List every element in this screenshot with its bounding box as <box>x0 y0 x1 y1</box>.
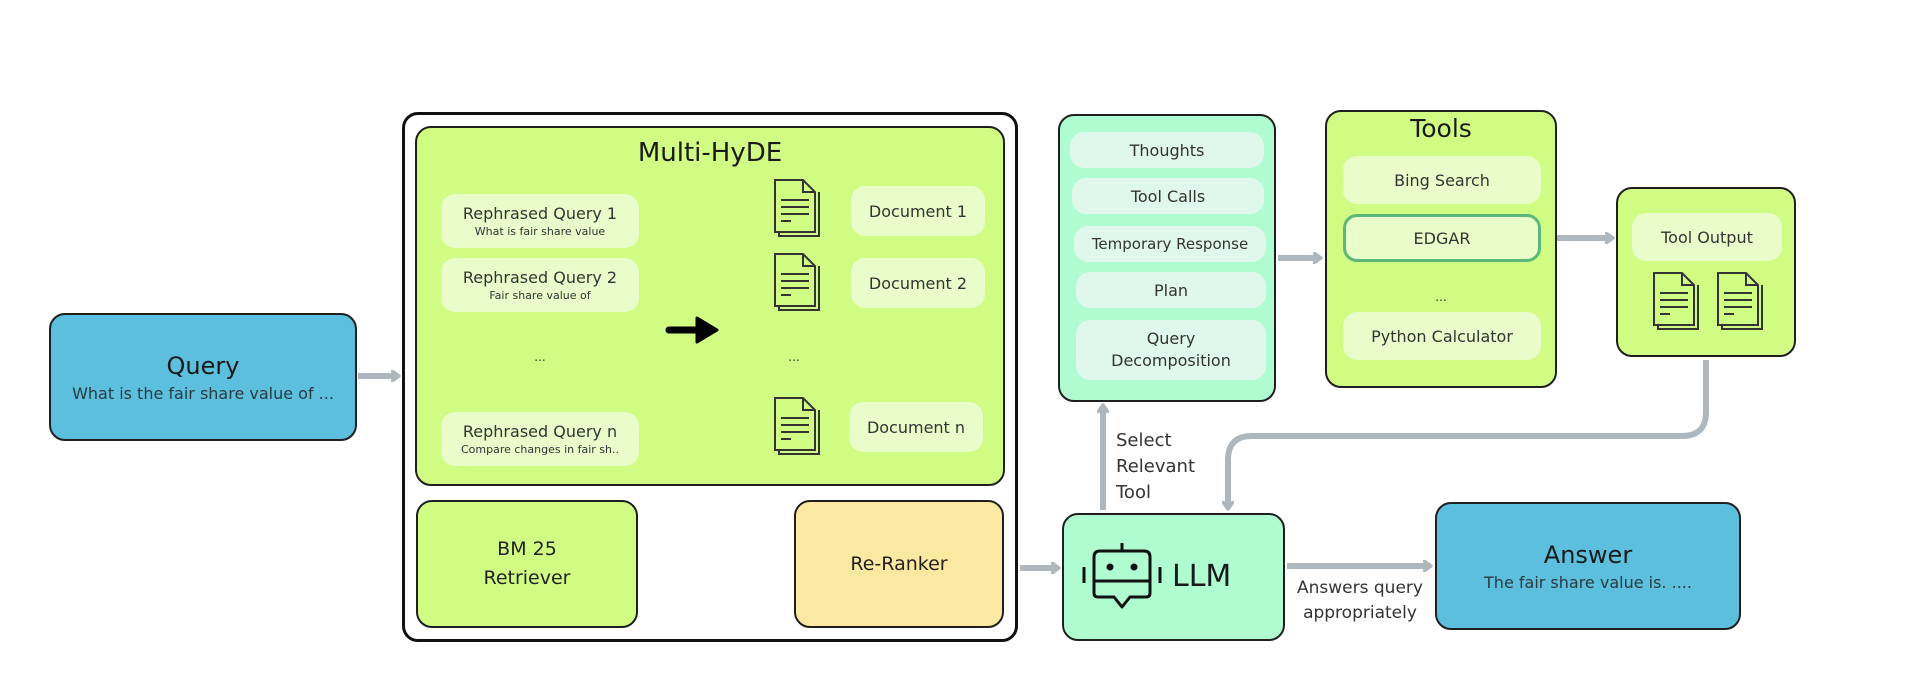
select-tool-label-line: Relevant <box>1116 456 1195 477</box>
answers-label-line: Answers query <box>1297 578 1423 598</box>
multi-hyde-box: Multi-HyDE Rephrased Query 1 What is fai… <box>415 126 1005 486</box>
document-n: Document n <box>849 402 983 452</box>
tools-title: Tools <box>1410 114 1472 143</box>
rephrased-query-label: Rephrased Query n <box>462 422 618 441</box>
memory-item-label: Tool Calls <box>1130 186 1206 206</box>
select-tool-label: Select Relevant Tool <box>1116 428 1195 506</box>
document-2: Document 2 <box>851 258 985 308</box>
tools-ellipsis: ... <box>1435 290 1447 304</box>
tool-python-calculator: Python Calculator <box>1343 312 1541 360</box>
memory-item-plan: Plan <box>1076 272 1266 308</box>
query-text: What is the fair share value of ... <box>72 383 334 403</box>
tools-box: Tools Bing Search EDGAR ... Python Calcu… <box>1325 110 1557 388</box>
memory-item-query-decomposition: Query Decomposition <box>1076 320 1266 380</box>
memory-item-thoughts: Thoughts <box>1070 132 1264 168</box>
tool-edgar-selected: EDGAR <box>1343 214 1541 262</box>
llm-label: LLM <box>1172 559 1232 594</box>
rephrased-query-text: Fair share value of <box>489 289 591 302</box>
memory-item-label: Plan <box>1153 280 1189 300</box>
rephrased-query-n: Rephrased Query n Compare changes in fai… <box>441 412 639 466</box>
rephrased-query-label: Rephrased Query 2 <box>462 268 618 287</box>
bm25-line2: Retriever <box>483 567 571 589</box>
tool-output-label-pill: Tool Output <box>1632 213 1782 261</box>
document-label: Document n <box>866 417 966 437</box>
select-tool-label-line: Select <box>1116 430 1172 451</box>
query-title: Query <box>166 351 240 380</box>
answer-box: Answer The fair share value is. .... <box>1435 502 1741 630</box>
document-icon <box>774 397 820 455</box>
rephrased-query-text: Compare changes in fair sh.. <box>460 443 619 456</box>
document-1: Document 1 <box>851 186 985 236</box>
rephrased-query-label: Rephrased Query 1 <box>462 204 618 223</box>
bm25-retriever-box: BM 25 Retriever <box>416 500 638 628</box>
rephrased-query-1: Rephrased Query 1 What is fair share val… <box>441 194 639 248</box>
multi-hyde-title: Multi-HyDE <box>637 138 783 168</box>
memory-item-tool-calls: Tool Calls <box>1072 178 1264 214</box>
document-icon <box>774 179 820 237</box>
tool-output-label: Tool Output <box>1661 227 1753 247</box>
document-icon <box>1653 272 1699 330</box>
memory-item-label: Thoughts <box>1129 140 1205 160</box>
agent-memory-box: Thoughts Tool Calls Temporary Response P… <box>1058 114 1276 402</box>
arrow-right-icon <box>665 316 719 344</box>
tool-label: Bing Search <box>1394 170 1490 190</box>
document-icon <box>774 253 820 311</box>
answer-title: Answer <box>1543 540 1633 569</box>
document-icon <box>1717 272 1763 330</box>
memory-item-temporary-response: Temporary Response <box>1074 226 1266 262</box>
select-tool-label-line: Tool <box>1116 482 1151 503</box>
queries-ellipsis: ... <box>534 350 546 364</box>
tool-bing-search: Bing Search <box>1343 156 1541 204</box>
documents-ellipsis: ... <box>788 350 800 364</box>
tool-label: Python Calculator <box>1371 326 1513 346</box>
query-box: Query What is the fair share value of ..… <box>49 313 357 441</box>
memory-item-label: Query Decomposition <box>1111 329 1231 370</box>
reranker-label: Re-Ranker <box>850 553 948 575</box>
tool-output-box: Tool Output <box>1616 187 1796 357</box>
rephrased-query-2: Rephrased Query 2 Fair share value of <box>441 258 639 312</box>
answers-label-line: appropriately <box>1303 603 1417 623</box>
llm-box: LLM <box>1062 513 1285 641</box>
document-label: Document 2 <box>868 273 968 293</box>
rephrased-query-text: What is fair share value <box>474 225 606 238</box>
answers-label: Answers query appropriately <box>1290 576 1430 626</box>
bm25-line1: BM 25 <box>497 538 557 560</box>
answer-text: The fair share value is. .... <box>1484 572 1692 592</box>
reranker-box: Re-Ranker <box>794 500 1004 628</box>
memory-item-label: Temporary Response <box>1091 235 1249 253</box>
tool-label: EDGAR <box>1413 228 1471 248</box>
document-label: Document 1 <box>868 201 968 221</box>
robot-icon <box>1082 543 1162 609</box>
